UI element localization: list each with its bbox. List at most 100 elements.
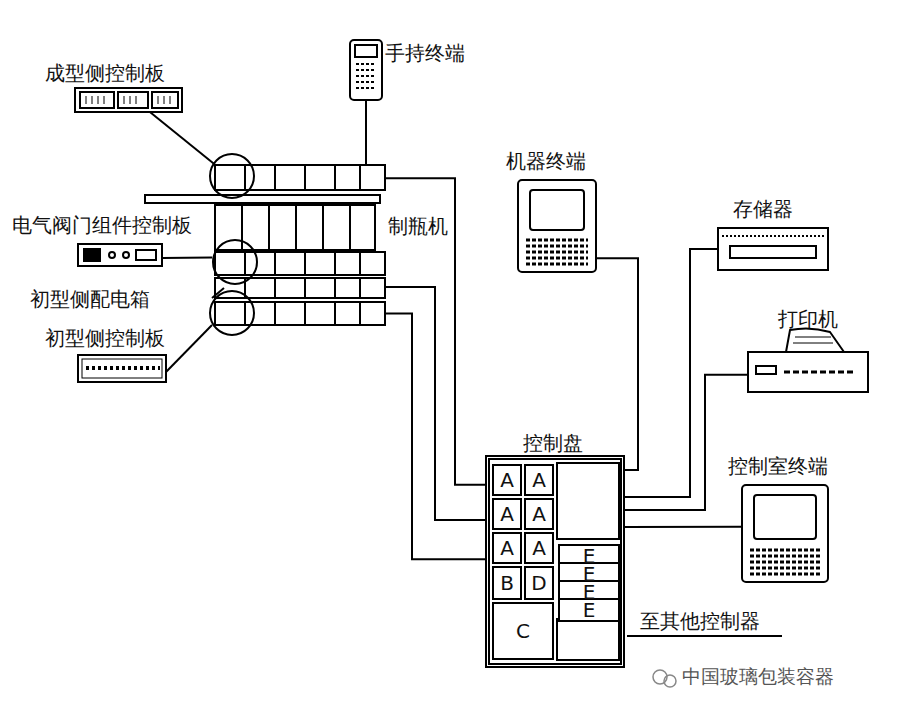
cell-label: C (516, 620, 530, 642)
connector-line (150, 112, 216, 165)
connector (625, 526, 742, 527)
module-cell: A (524, 498, 554, 530)
bottle-machine-part (215, 252, 385, 275)
bottle-machine-part (245, 278, 360, 298)
bottle-machine-part (213, 240, 257, 284)
node-label: 存储器 (733, 198, 793, 220)
connector (596, 258, 638, 470)
cell-label: A (532, 503, 546, 525)
connector (365, 100, 366, 165)
connector-line (365, 100, 367, 165)
panel-partition-part (557, 619, 619, 660)
control-room-terminal-part (754, 495, 816, 539)
handheld-terminal: 手持终端 (350, 40, 382, 100)
bottle-machine (145, 154, 385, 335)
text-holder: A (526, 534, 552, 562)
node-label: 制瓶机 (388, 215, 448, 237)
valve-control-board-part (136, 250, 156, 260)
printer-part (786, 328, 844, 352)
text-holder: C (494, 604, 552, 658)
machine-terminal-part (526, 240, 588, 264)
bottle-machine-part (210, 291, 254, 335)
part-label: 至其他控制器 (640, 610, 760, 632)
node-label: 成型侧控制板 (45, 62, 165, 84)
connector-line (625, 526, 742, 528)
valve-control-board (78, 244, 162, 266)
machine-terminal-part (518, 180, 596, 272)
bottle-machine-part (210, 154, 254, 198)
module-cell: C (492, 602, 554, 660)
text-holder: A (494, 466, 520, 494)
text-holder: A (494, 500, 520, 528)
connector-line (625, 375, 748, 510)
bottle-machine-part (245, 165, 360, 190)
cell-label: A (500, 469, 514, 491)
bottle-machine-part (215, 165, 385, 190)
cell-label: E (583, 599, 596, 621)
output-line (627, 635, 782, 637)
text-holder: B (494, 568, 520, 598)
valve-control-board-part (78, 244, 162, 266)
watermark-icon-part (664, 675, 676, 687)
connector (162, 257, 212, 259)
module-cell: A (492, 498, 522, 530)
machine-terminal: 机器终端 (518, 180, 596, 272)
printer-part (756, 366, 776, 374)
text-holder: A (526, 466, 552, 494)
node-label: 初型侧控制板 (45, 327, 165, 349)
connector-line (385, 287, 485, 520)
control-board (75, 88, 182, 112)
connector (150, 112, 216, 165)
printer-part (784, 371, 854, 374)
module-cell: A (524, 532, 554, 564)
cell-label: A (532, 537, 546, 559)
bottle-machine-part (245, 252, 360, 275)
watermark-icon (653, 670, 676, 687)
valve-control-board: 电气阀门组件控制板 (78, 244, 162, 266)
panel-partition-part (557, 463, 619, 539)
storage-device-part (718, 228, 828, 270)
valve-control-board-part (109, 252, 115, 258)
bottle-machine-part (242, 205, 350, 250)
valve-control-board-part (84, 249, 100, 261)
connector (625, 375, 748, 510)
text-holder: D (526, 568, 552, 598)
control-panel: 控制盘AAAAAAEEEEBDC (485, 455, 625, 668)
cell-label: D (531, 572, 546, 594)
printer-part (793, 337, 833, 343)
printer-part (748, 352, 868, 392)
storage-device: 存储器 (718, 228, 828, 270)
control-room-terminal-part (750, 550, 820, 574)
control-board-part (152, 92, 178, 108)
connector (385, 287, 485, 520)
cell-label: A (532, 469, 546, 491)
blank-side-control-board: 初型侧控制板 (78, 355, 166, 382)
module-cell: B (492, 566, 522, 600)
handheld-terminal-part (356, 64, 376, 88)
blank-side-control-board (78, 355, 166, 382)
node-label: 手持终端 (385, 42, 465, 64)
leader-line (212, 288, 224, 298)
node-label: 控制盘 (523, 432, 583, 454)
handheld-terminal-part (355, 45, 377, 57)
printer: 打印机 (748, 338, 868, 392)
control-board-part (86, 96, 170, 104)
control-board-part (118, 92, 148, 108)
cell-label: A (500, 537, 514, 559)
panel-partition (557, 463, 619, 660)
machine-terminal-part (530, 190, 584, 230)
module-cell: A (492, 464, 522, 496)
printer (748, 328, 868, 392)
storage-device-part (722, 235, 824, 237)
control-board-part (75, 88, 182, 112)
cell-label: A (500, 503, 514, 525)
node-label: 电气阀门组件控制板 (12, 214, 192, 236)
control-room-terminal: 控制室终端 (742, 485, 828, 582)
connector-line (166, 325, 212, 372)
bottle-machine-part (145, 195, 380, 203)
bottle-machine-part (215, 205, 375, 250)
bottle-machine-part (215, 302, 385, 325)
